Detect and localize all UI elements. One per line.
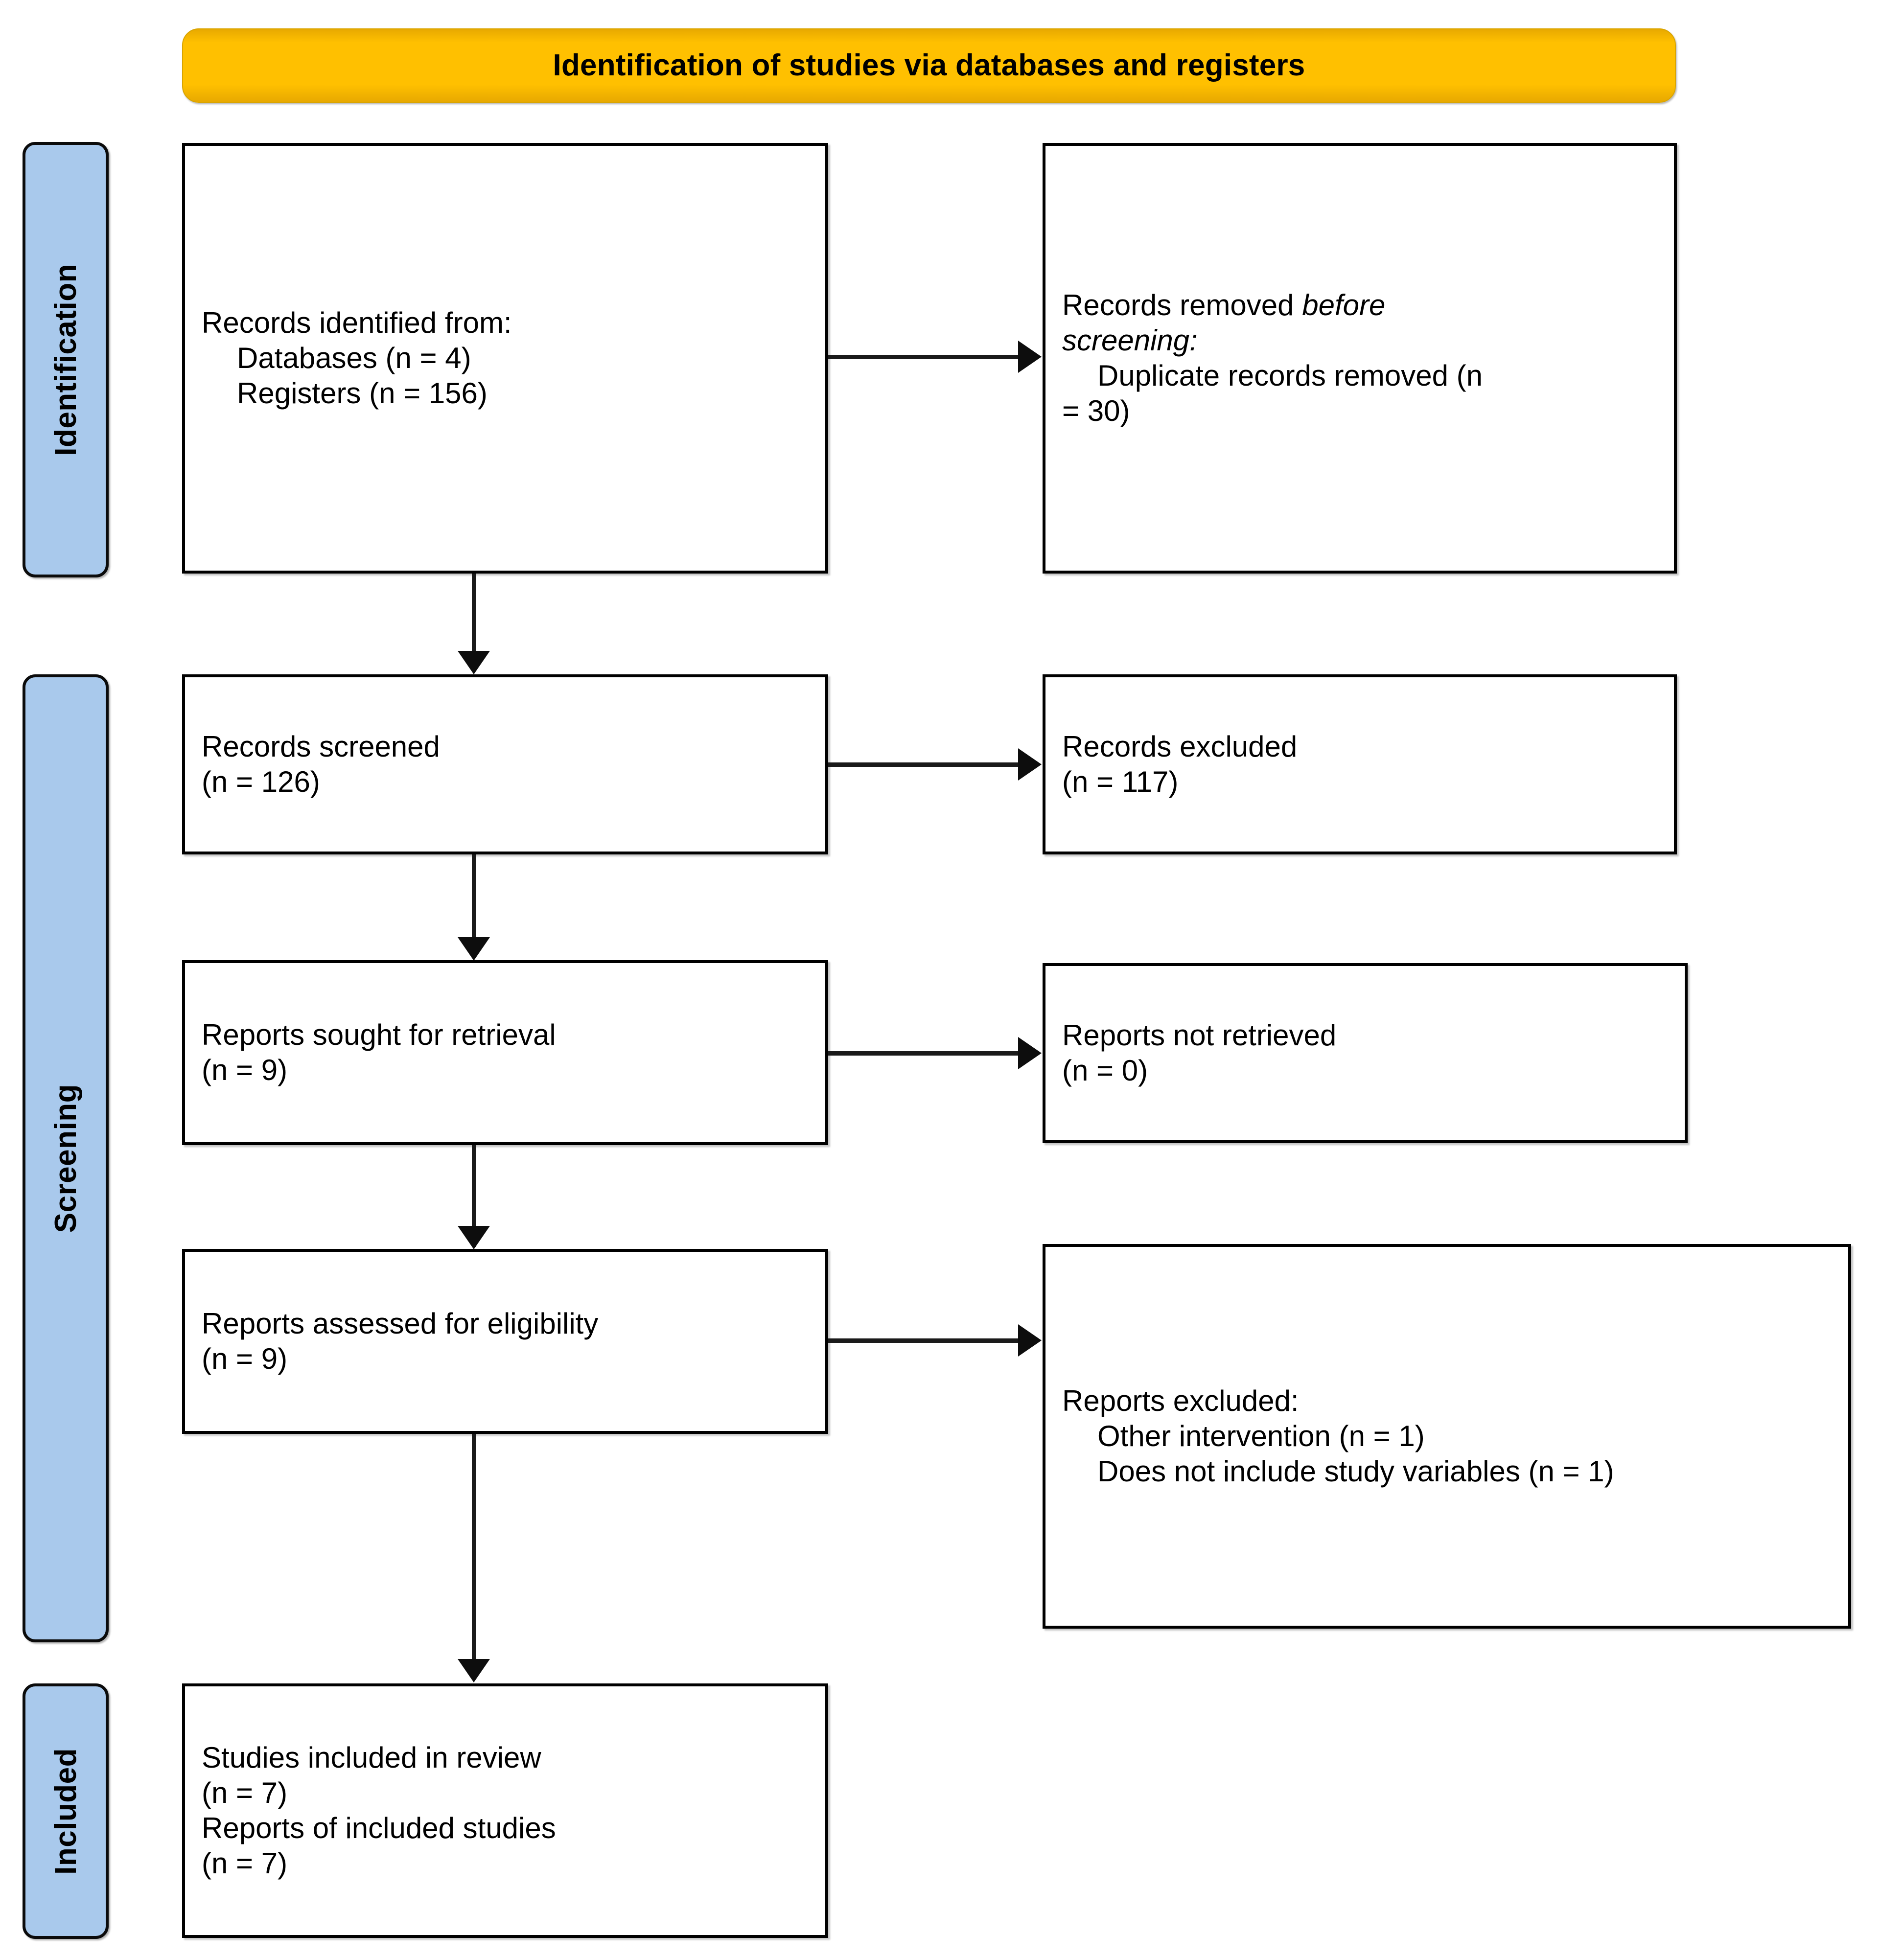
records-removed-line-1: Records removed before bbox=[1062, 288, 1665, 323]
box-records-excluded: Records excluded (n = 117) bbox=[1043, 674, 1677, 854]
box-records-removed-before-screening: Records removed before screening: Duplic… bbox=[1043, 143, 1677, 574]
box-reports-sought-for-retrieval: Reports sought for retrieval (n = 9) bbox=[182, 960, 828, 1145]
arrow-head-screened-to-excluded bbox=[1018, 748, 1042, 781]
arrow-head-assessed-to-reports-excluded bbox=[1018, 1324, 1042, 1357]
banner-title: Identification of studies via databases … bbox=[553, 48, 1305, 82]
box-reports-assessed-for-eligibility: Reports assessed for eligibility (n = 9) bbox=[182, 1249, 828, 1434]
box-records-removed-body: Records removed before screening: Duplic… bbox=[1062, 288, 1665, 429]
records-excluded-line-2: (n = 117) bbox=[1062, 765, 1179, 798]
connector-sought-to-assessed bbox=[472, 1145, 476, 1247]
stage-label-identification-text: Identification bbox=[48, 263, 83, 456]
arrow-head-sought-to-assessed bbox=[458, 1226, 490, 1249]
diagram-header-banner: Identification of studies via databases … bbox=[182, 28, 1676, 103]
reports-sought-line-1: Reports sought for retrieval bbox=[202, 1018, 556, 1051]
reports-sought-line-2: (n = 9) bbox=[202, 1054, 288, 1086]
records-screened-line-2: (n = 126) bbox=[202, 765, 320, 798]
records-excluded-line-1: Records excluded bbox=[1062, 730, 1298, 763]
records-removed-line-2: screening: bbox=[1062, 324, 1198, 357]
records-identified-line-1: Records identified from: bbox=[202, 306, 512, 339]
reports-not-retrieved-line-1: Reports not retrieved bbox=[1062, 1019, 1337, 1052]
records-identified-line-3: Registers (n = 156) bbox=[237, 377, 488, 410]
stage-label-identification: Identification bbox=[23, 142, 109, 577]
records-removed-line-3: Duplicate records removed (n bbox=[1097, 359, 1483, 392]
studies-included-line-1: Studies included in review bbox=[202, 1741, 541, 1774]
stage-label-included-text: Included bbox=[48, 1748, 83, 1875]
box-records-excluded-body: Records excluded (n = 117) bbox=[1062, 729, 1665, 800]
box-reports-assessed-body: Reports assessed for eligibility (n = 9) bbox=[202, 1306, 816, 1377]
reports-excluded-line-2: Other intervention (n = 1) bbox=[1097, 1420, 1425, 1452]
records-removed-line-4: = 30) bbox=[1062, 394, 1130, 427]
box-records-identified-body: Records identified from: Databases (n = … bbox=[202, 305, 816, 411]
arrow-head-sought-to-not-retrieved bbox=[1018, 1037, 1042, 1069]
records-removed-line-1-italic: before bbox=[1302, 289, 1386, 322]
box-records-screened: Records screened (n = 126) bbox=[182, 674, 828, 854]
stage-label-screening-text: Screening bbox=[48, 1083, 83, 1233]
box-reports-sought-body: Reports sought for retrieval (n = 9) bbox=[202, 1017, 816, 1088]
records-removed-line-1-plain: Records removed bbox=[1062, 289, 1302, 322]
studies-included-line-3: Reports of included studies bbox=[202, 1812, 556, 1844]
box-reports-excluded: Reports excluded: Other intervention (n … bbox=[1043, 1244, 1851, 1629]
box-studies-included-in-review: Studies included in review (n = 7) Repor… bbox=[182, 1683, 828, 1938]
box-records-identified: Records identified from: Databases (n = … bbox=[182, 143, 828, 574]
connector-assessed-to-reports-excluded bbox=[828, 1338, 1024, 1343]
arrow-head-assessed-to-included bbox=[458, 1659, 490, 1682]
studies-included-line-2: (n = 7) bbox=[202, 1776, 288, 1809]
reports-excluded-line-3: Does not include study variables (n = 1) bbox=[1097, 1455, 1614, 1488]
studies-included-line-4: (n = 7) bbox=[202, 1847, 288, 1880]
box-studies-included-body: Studies included in review (n = 7) Repor… bbox=[202, 1740, 816, 1881]
connector-screened-to-sought bbox=[472, 854, 476, 958]
reports-assessed-line-2: (n = 9) bbox=[202, 1342, 288, 1375]
arrow-head-screened-to-sought bbox=[458, 937, 490, 961]
reports-not-retrieved-line-2: (n = 0) bbox=[1062, 1054, 1148, 1087]
stage-label-screening: Screening bbox=[23, 674, 109, 1642]
connector-assessed-to-included bbox=[472, 1434, 476, 1679]
box-reports-not-retrieved: Reports not retrieved (n = 0) bbox=[1043, 963, 1688, 1143]
stage-label-included: Included bbox=[23, 1683, 109, 1939]
box-records-screened-body: Records screened (n = 126) bbox=[202, 729, 816, 800]
reports-excluded-line-1: Reports excluded: bbox=[1062, 1384, 1299, 1417]
box-reports-excluded-body: Reports excluded: Other intervention (n … bbox=[1062, 1383, 1841, 1489]
arrow-head-identified-to-removed bbox=[1018, 341, 1042, 373]
connector-screened-to-excluded bbox=[828, 762, 1024, 767]
box-reports-not-retrieved-body: Reports not retrieved (n = 0) bbox=[1062, 1018, 1676, 1088]
records-identified-line-2: Databases (n = 4) bbox=[237, 342, 471, 374]
records-screened-line-1: Records screened bbox=[202, 730, 440, 763]
connector-sought-to-not-retrieved bbox=[828, 1051, 1024, 1056]
reports-assessed-line-1: Reports assessed for eligibility bbox=[202, 1307, 599, 1340]
connector-identified-to-screened bbox=[472, 574, 476, 671]
connector-identified-to-removed bbox=[828, 355, 1024, 359]
arrow-head-identified-to-screened bbox=[458, 651, 490, 674]
